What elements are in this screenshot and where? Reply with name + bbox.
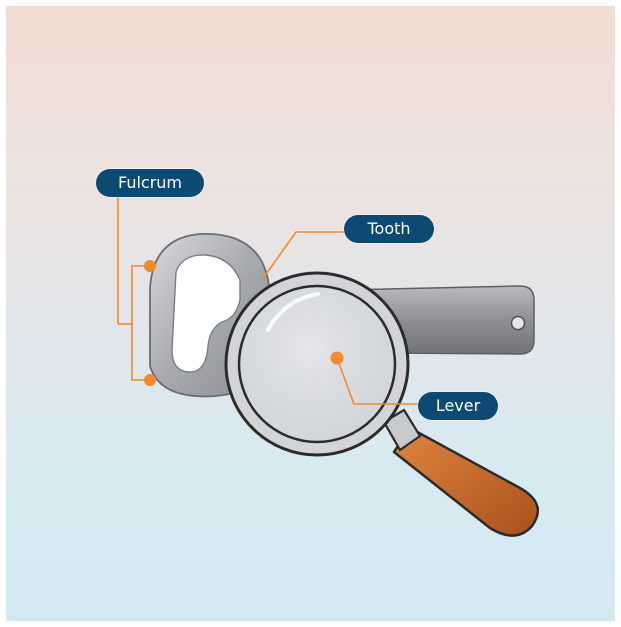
fulcrum-connector — [118, 197, 150, 380]
lever-label: Lever — [418, 392, 498, 420]
fulcrum-point-lower — [144, 374, 156, 386]
fulcrum-label: Fulcrum — [96, 169, 204, 197]
fulcrum-point-upper — [144, 260, 156, 272]
lever-point — [331, 352, 344, 365]
tooth-label: Tooth — [344, 215, 434, 243]
